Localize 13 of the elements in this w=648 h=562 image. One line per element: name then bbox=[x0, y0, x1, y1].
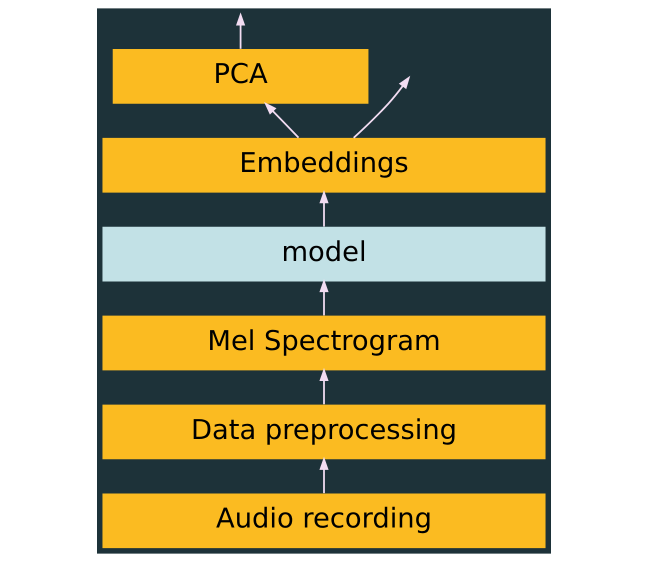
node-box: Mel Spectrogram bbox=[102, 316, 546, 370]
arrow bbox=[319, 190, 329, 226]
node-box: Data preprocessing bbox=[102, 404, 546, 460]
arrow bbox=[319, 456, 329, 494]
node-box: Embeddings bbox=[102, 138, 546, 193]
node-box: PCA bbox=[112, 49, 368, 104]
arrow bbox=[264, 102, 300, 138]
node-box: model bbox=[102, 226, 546, 282]
arrow bbox=[353, 76, 410, 138]
node-box: Audio recording bbox=[102, 493, 546, 548]
arrow bbox=[319, 368, 329, 404]
arrow bbox=[236, 12, 246, 49]
arrow bbox=[319, 278, 329, 316]
